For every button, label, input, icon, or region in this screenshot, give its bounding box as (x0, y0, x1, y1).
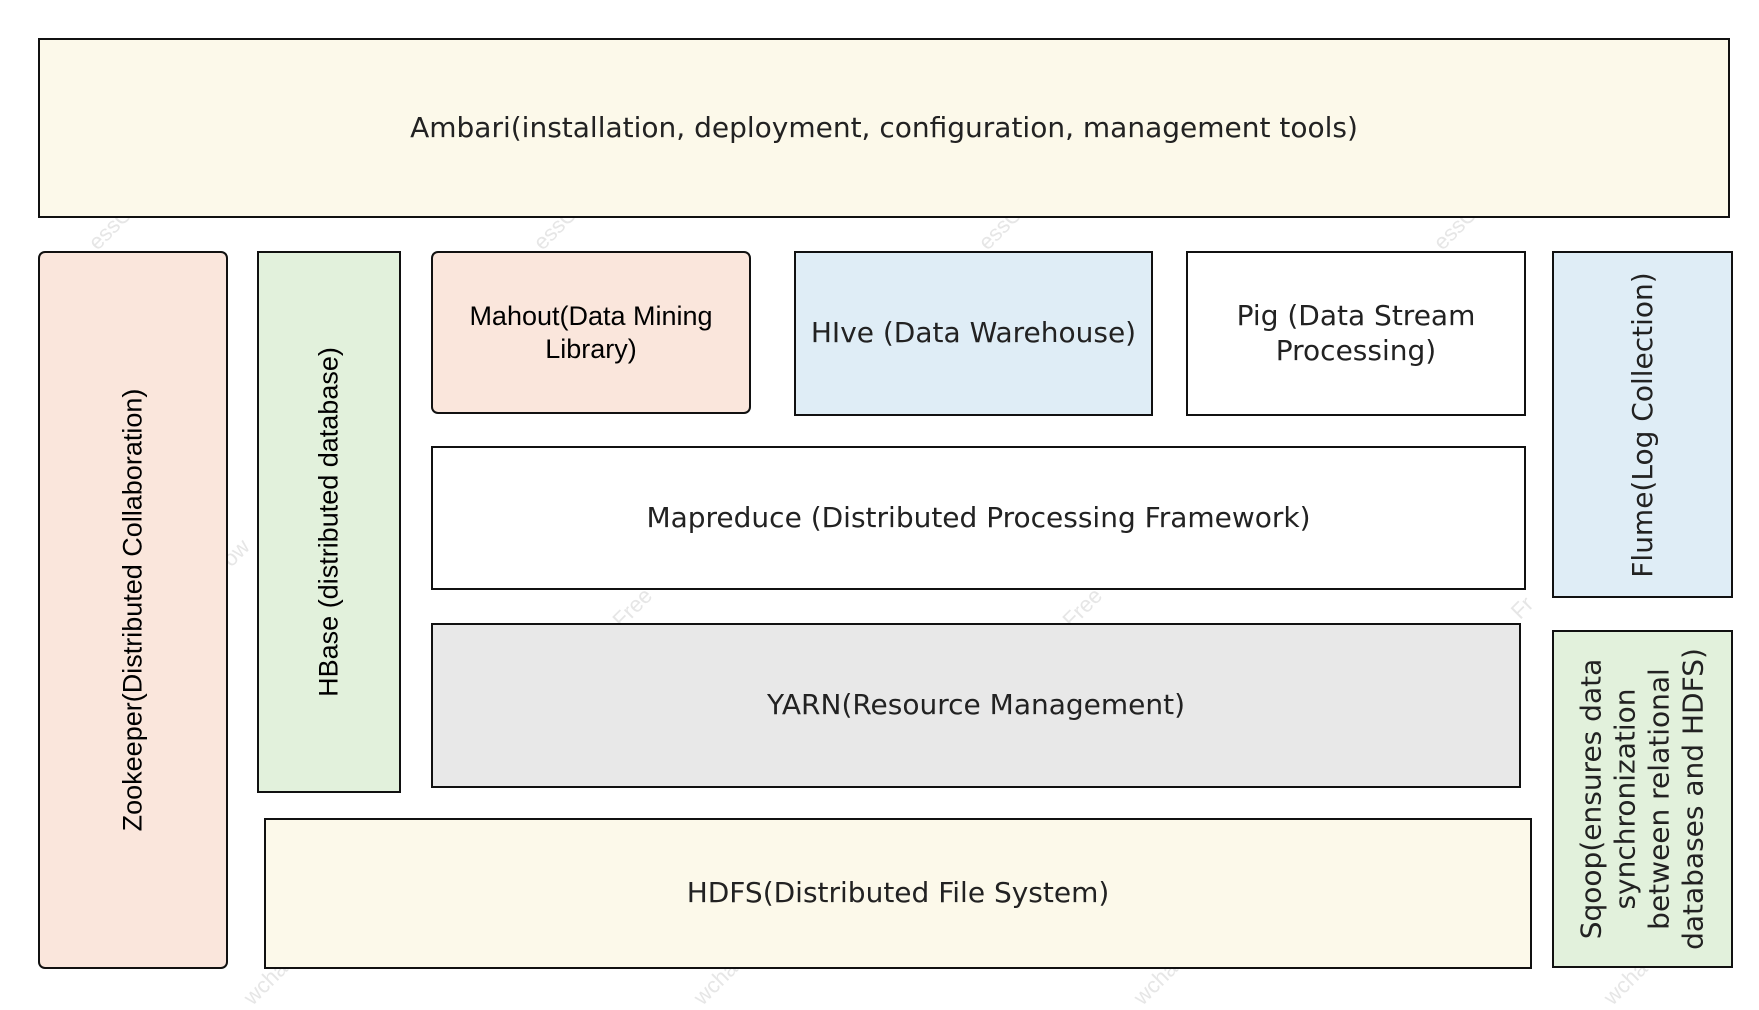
ambari-label: Ambari(installation, deployment, configu… (410, 110, 1358, 144)
zookeeper-box: Zookeeper(Distributed Collaboration) (38, 251, 228, 969)
sqoop-label: Sqoop(ensures data synchronization betwe… (1574, 648, 1711, 950)
sqoop-label-line4: databases and HDFS) (1676, 648, 1710, 950)
mapreduce-box: Mapreduce (Distributed Processing Framew… (431, 446, 1526, 590)
pig-label-line2: Processing) (1275, 333, 1437, 367)
mahout-box: Mahout(Data Mining Library) (431, 251, 751, 414)
ambari-box: Ambari(installation, deployment, configu… (38, 38, 1730, 218)
mapreduce-label: Mapreduce (Distributed Processing Framew… (646, 500, 1311, 534)
mahout-label-line1: Mahout(Data Mining (469, 300, 713, 331)
sqoop-label-line3: between relational (1642, 668, 1676, 930)
sqoop-box: Sqoop(ensures data synchronization betwe… (1552, 630, 1733, 968)
hbase-label: HBase (distributed database) (313, 347, 344, 697)
yarn-box: YARN(Resource Management) (431, 623, 1521, 788)
hive-label: HIve (Data Warehouse) (810, 316, 1137, 350)
sqoop-label-line1: Sqoop(ensures data (1574, 658, 1608, 940)
hdfs-box: HDFS(Distributed File System) (264, 818, 1532, 969)
flume-box: Flume(Log Collection) (1552, 251, 1733, 598)
pig-label: Pig (Data Stream Processing) (1237, 299, 1476, 367)
pig-box: Pig (Data Stream Processing) (1186, 251, 1526, 416)
zookeeper-label: Zookeeper(Distributed Collaboration) (117, 388, 148, 832)
sqoop-label-line2: synchronization (1608, 688, 1642, 910)
mahout-label-line2: Library) (545, 333, 637, 364)
watermark: Fr (1505, 591, 1539, 624)
hdfs-label: HDFS(Distributed File System) (686, 876, 1110, 910)
hbase-box: HBase (distributed database) (257, 251, 401, 793)
pig-label-line1: Pig (Data Stream (1236, 299, 1476, 333)
yarn-label: YARN(Resource Management) (766, 688, 1186, 722)
mahout-label: Mahout(Data Mining Library) (469, 300, 712, 366)
flume-label: Flume(Log Collection) (1625, 271, 1659, 578)
hive-box: HIve (Data Warehouse) (794, 251, 1153, 416)
